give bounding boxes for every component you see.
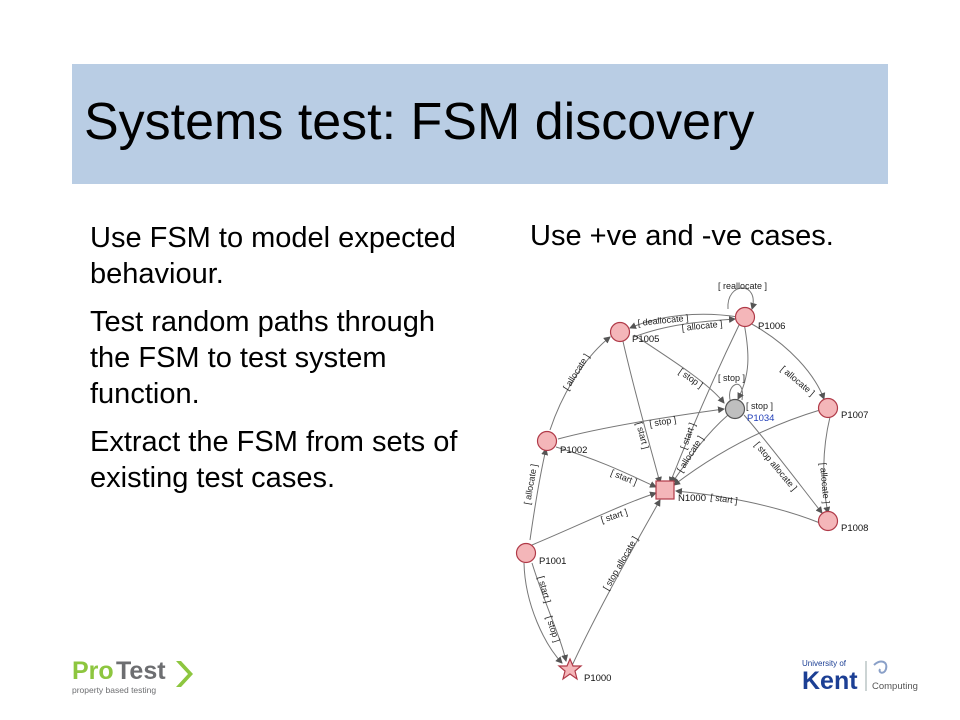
state-label: P1001 [539,556,566,567]
state-node [817,510,839,532]
state-node [536,430,558,452]
right-heading: Use +ve and -ve cases. [530,220,834,252]
edge-label: [ stop allocate ] [601,535,640,592]
bullet-list: Use FSM to model expected behaviour. Tes… [90,220,470,508]
edge-start-1005 [621,336,662,484]
kent-logo-dept: Computing [872,681,918,692]
edge-1006-1034 [737,322,749,400]
edge-stop-1000 [531,562,569,662]
protest-logo: Pro Test property based testing [72,657,193,695]
bullet-item: Use FSM to model expected behaviour. [90,222,456,290]
edge-label: [ reallocate ] [718,281,767,291]
edge-allocate-1008 [823,416,831,514]
edge-label: [ start ] [536,575,553,604]
bullet-item: Extract the FSM from sets of existing te… [90,426,458,494]
edge-start-1000 [523,562,563,664]
edge-allocate-1001 [529,448,549,541]
start-state-node [557,657,583,681]
title-bar: Systems test: FSM discovery [72,64,888,184]
state-label: P1000 [584,673,611,684]
edge-label: [ stop ] [718,373,745,383]
edge-stop-center [633,334,725,404]
edge-label: [ allocate ] [561,352,591,392]
current-state-node [724,398,746,420]
state-node [734,306,756,328]
state-label: P1006 [758,321,785,332]
edge-allocate-top [633,315,736,338]
state-node [609,321,631,343]
edge-label: [ stop ] [649,414,677,429]
state-label: P1008 [841,523,868,534]
fsm-diagram: [ reallocate ] [ deallocate ] [ allocate… [515,281,868,684]
edge-label: [ stop allocate ] [752,440,799,493]
edge-allocate-1007 [749,322,826,400]
edge-start-1002 [555,446,657,488]
edge-start-1006 [668,322,741,484]
bullet-item: Test random paths through the FSM to tes… [90,306,435,410]
edge-deallocate [629,313,739,329]
slide-title: Systems test: FSM discovery [84,93,755,151]
edge-label: [ stop ] [677,366,705,390]
state-node [817,397,839,419]
state-label: P1007 [841,410,868,421]
protest-logo-pro: Pro [72,657,114,685]
state-label: P1005 [632,334,659,345]
edge-start-1001 [531,491,657,546]
kent-swirl-icon [873,660,888,674]
edge-label: [ start ] [634,421,651,450]
state-node [515,542,537,564]
state-label: P1034 [747,413,774,424]
edge-stop-allocate-1000 [569,499,661,671]
fsm-edges [523,287,831,671]
edge-label: [ allocate ] [681,319,723,333]
edge-stop-mid [557,406,725,440]
edge-label: [ start ] [609,468,638,488]
edge-start-1008 [675,488,821,524]
edge-stop-allocate-1007 [743,414,823,514]
fsm-edge-labels: [ reallocate ] [ deallocate ] [ allocate… [522,281,831,643]
protest-logo-test: Test [116,657,166,685]
edge-label: [ allocate ] [779,364,817,398]
edge-1007-n [673,409,821,486]
edge-allocate-1034 [671,414,729,484]
edge-label: [ stop ] [746,401,773,411]
kent-logo: University of Kent Computing [802,659,918,695]
edge-label: [ allocate ] [818,462,832,504]
edge-label: [ start ] [710,492,739,506]
edge-allocate-left1 [549,336,611,431]
chevron-right-icon [176,661,193,687]
state-label: N1000 [678,493,706,504]
kent-logo-name: Kent [802,667,858,695]
edge-label: [ stop ] [544,615,562,644]
state-label: P1002 [560,445,587,456]
kent-logo-univ: University of [802,659,847,668]
error-state-node [655,480,675,500]
protest-logo-tagline: property based testing [72,685,156,695]
fsm-nodes: P1005 P1006 P1002 P1034 P1007 N1000 P100… [515,306,868,684]
edge-reallocate [727,287,758,310]
